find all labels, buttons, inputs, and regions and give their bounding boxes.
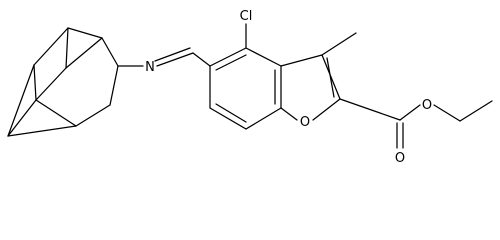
- bond: [339, 98, 401, 121]
- benzene-ring: [209, 47, 282, 130]
- bond: [75, 104, 111, 127]
- bond: [399, 104, 421, 121]
- bond: [101, 37, 119, 67]
- ch-to-ring-bond: [192, 52, 211, 67]
- molecule-structure-diagram: Cl N O O O: [7, 9, 493, 166]
- bond: [35, 99, 77, 127]
- bond: [215, 54, 247, 71]
- bond: [209, 47, 247, 67]
- bond: [67, 27, 103, 39]
- imine-nitrogen-label: N: [145, 60, 155, 75]
- bond: [7, 125, 77, 137]
- bond: [459, 100, 493, 122]
- ester-oxygen-label: O: [422, 98, 432, 113]
- bond: [312, 98, 341, 121]
- bond: [156, 52, 194, 67]
- bond: [7, 64, 35, 137]
- methyl-bond: [321, 32, 357, 56]
- bond: [109, 65, 119, 106]
- bond: [326, 57, 335, 98]
- chlorine-label: Cl: [240, 9, 253, 24]
- bond: [65, 37, 103, 69]
- bond: [209, 107, 247, 130]
- furan-oxygen-label: O: [300, 115, 310, 130]
- bond: [7, 99, 37, 137]
- bond: [280, 54, 323, 67]
- bond: [433, 104, 461, 122]
- bond: [154, 47, 191, 62]
- bond: [33, 64, 37, 101]
- adamantane-cage: [7, 27, 119, 137]
- bond: [280, 107, 298, 121]
- furan-ring: [280, 54, 341, 121]
- ester-group: [339, 98, 493, 149]
- bond: [245, 107, 282, 130]
- bond: [35, 67, 67, 101]
- bond: [245, 47, 282, 67]
- bond: [33, 27, 69, 66]
- bond: [215, 103, 247, 123]
- imine-double-bond: [154, 47, 194, 67]
- bond: [65, 27, 69, 69]
- carbonyl-oxygen-label: O: [395, 151, 405, 166]
